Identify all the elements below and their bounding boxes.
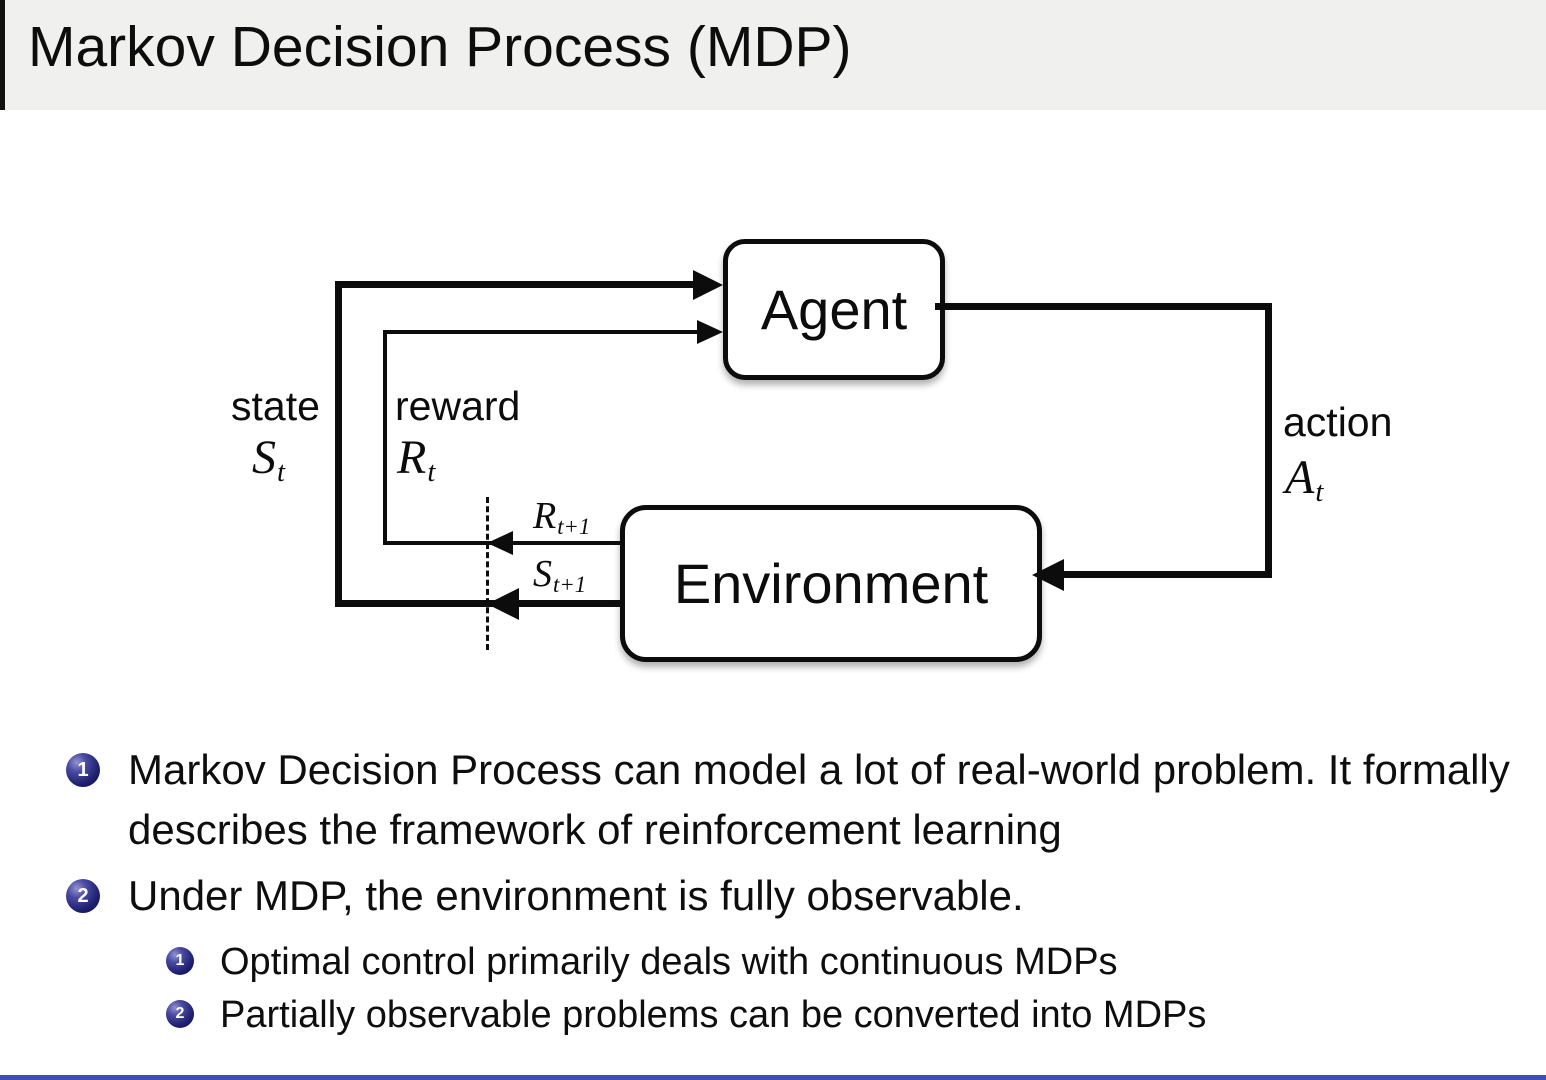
next-reward-symbol: Rt+1	[533, 495, 591, 540]
reward-arrowhead-icon	[697, 320, 723, 344]
bullet-text: Markov Decision Process can model a lot …	[128, 746, 1510, 853]
action-line-bottom	[1062, 571, 1272, 578]
header-bar	[0, 0, 1546, 110]
action-arrowhead-icon	[1032, 559, 1064, 591]
next-reward-arrowhead-icon	[487, 531, 513, 555]
reward-line-left	[383, 330, 387, 545]
sub-bullet-number-badge: 1	[166, 947, 194, 975]
state-label: state	[231, 383, 320, 429]
next-state-arrowhead-icon	[487, 588, 519, 620]
sub-bullet-text: Partially observable problems can be con…	[220, 994, 1207, 1036]
next-state-symbol: St+1	[533, 553, 587, 598]
state-arrowhead-icon	[693, 270, 723, 300]
environment-box: Environment	[620, 505, 1042, 662]
state-line-left	[335, 281, 342, 607]
next-state-line	[335, 600, 622, 607]
list-item: 1 Optimal control primarily deals with c…	[166, 936, 1118, 988]
agent-box: Agent	[723, 239, 945, 380]
corner-strip	[0, 0, 5, 110]
state-line-top	[335, 281, 695, 288]
bullet-number-badge: 2	[66, 879, 100, 913]
list-item: 1 Markov Decision Process can model a lo…	[66, 740, 1533, 860]
list-item: 2 Under MDP, the environment is fully ob…	[66, 866, 1533, 926]
footer-accent-line	[0, 1075, 1546, 1080]
reward-label: reward	[395, 383, 521, 429]
bullet-text: Under MDP, the environment is fully obse…	[128, 872, 1024, 919]
bullet-number-badge: 1	[66, 753, 100, 787]
sub-bullet-text: Optimal control primarily deals with con…	[220, 941, 1118, 983]
action-symbol: At	[1285, 451, 1324, 509]
timestep-dashed-line	[486, 497, 489, 650]
page-title: Markov Decision Process (MDP)	[28, 15, 852, 79]
environment-label: Environment	[673, 552, 989, 615]
action-label: action	[1283, 399, 1393, 445]
list-item: 2 Partially observable problems can be c…	[166, 989, 1206, 1041]
reward-symbol: Rt	[397, 431, 436, 489]
reward-line-top	[383, 330, 699, 334]
sub-bullet-number-badge: 2	[166, 1000, 194, 1028]
state-symbol: St	[252, 431, 286, 489]
agent-label: Agent	[760, 278, 908, 341]
action-line-right	[1265, 303, 1272, 578]
action-line-top	[935, 303, 1272, 310]
